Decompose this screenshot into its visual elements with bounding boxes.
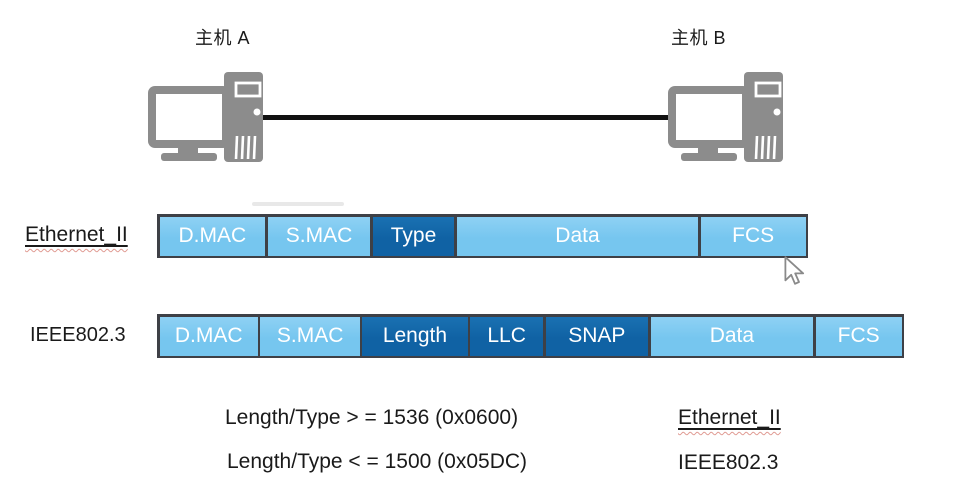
frame-field-d-mac: D.MAC — [159, 316, 258, 356]
note-condition-ieee: Length/Type < = 1500 (0x05DC) — [227, 450, 528, 473]
note-result-ieee: IEEE802.3 — [678, 451, 779, 474]
frame-field-d-mac: D.MAC — [159, 216, 266, 256]
computer-icon-host-a — [148, 66, 263, 163]
frame-field-snap: SNAP — [545, 316, 648, 356]
frame-field-fcs: FCS — [815, 316, 902, 356]
faint-artifact — [252, 202, 344, 206]
host-a-label: 主机 A — [195, 28, 251, 48]
host-b-label: 主机 B — [671, 28, 727, 48]
mouse-cursor-icon — [784, 256, 805, 285]
ieee8023-frame-label: IEEE802.3 — [30, 324, 126, 346]
frame-field-fcs: FCS — [700, 216, 806, 256]
network-cable — [260, 115, 671, 120]
note-result-ethernet: Ethernet_II — [678, 406, 781, 430]
frame-field-data: Data — [650, 316, 814, 356]
frame-field-type: Type — [372, 216, 455, 256]
ethernet-ii-frame-label-text: Ethernet_II — [25, 223, 128, 246]
computer-icon-host-b — [668, 66, 783, 163]
frame-field-data: Data — [456, 216, 699, 256]
ethernet-ii-frame-label: Ethernet_II — [25, 223, 128, 247]
note-result-ethernet-text: Ethernet_II — [678, 406, 781, 429]
frame-field-llc: LLC — [470, 316, 544, 356]
frame-field-s-mac: S.MAC — [260, 316, 360, 356]
note-condition-ethernet: Length/Type > = 1536 (0x0600) — [225, 406, 519, 429]
frame-field-s-mac: S.MAC — [267, 216, 371, 256]
frame-field-length: Length — [362, 316, 468, 356]
